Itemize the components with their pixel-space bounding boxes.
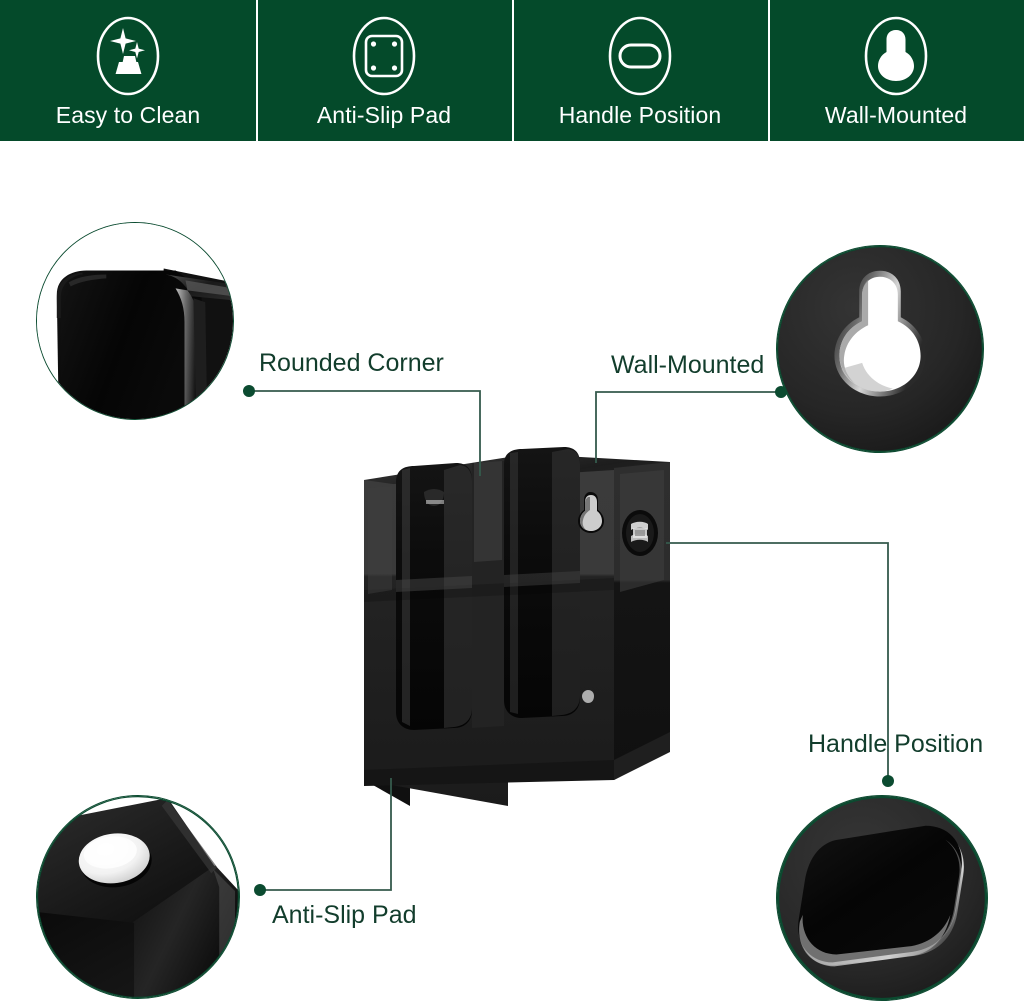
- callout-label-handle-position: Handle Position: [808, 730, 984, 758]
- handle-slot-closeup: [777, 796, 987, 1000]
- feature-bar: Easy to Clean Anti-Slip Pad Handle Posit…: [0, 0, 1024, 141]
- feature-item-anti-slip-pad: Anti-Slip Pad: [256, 0, 512, 141]
- capsule-slot-icon: [608, 16, 672, 96]
- callout-label-anti-slip-pad: Anti-Slip Pad: [272, 901, 417, 929]
- pad-with-dots-icon: [352, 16, 416, 96]
- callout-label-rounded-corner: Rounded Corner: [259, 349, 444, 377]
- callout-label-wall-mounted: Wall-Mounted: [611, 351, 765, 379]
- callout-dot-anti-slip-pad: [254, 884, 266, 896]
- product-image: [352, 440, 682, 812]
- feature-item-wall-mounted: Wall-Mounted: [768, 0, 1024, 141]
- handle-slot-on-product: [622, 510, 658, 556]
- feature-label: Anti-Slip Pad: [316, 102, 452, 128]
- keyhole-icon: [864, 16, 928, 96]
- rounded-corner-closeup: [37, 223, 233, 419]
- feature-label: Handle Position: [558, 102, 722, 128]
- keyhole-slot-closeup: [777, 246, 983, 452]
- sparkle-clean-icon: [96, 16, 160, 96]
- keyhole-slot-on-product: [578, 492, 604, 533]
- detail-circle-rounded-corner: [36, 222, 234, 420]
- detail-circle-handle-position: [776, 795, 988, 1001]
- detail-circle-wall-mounted: [776, 245, 984, 453]
- callout-dot-rounded-corner: [243, 385, 255, 397]
- anti-slip-pad-closeup: [37, 796, 239, 998]
- callout-dot-handle-position: [882, 775, 894, 787]
- feature-item-handle-position: Handle Position: [512, 0, 768, 141]
- feature-item-easy-to-clean: Easy to Clean: [0, 0, 256, 141]
- feature-label: Easy to Clean: [55, 102, 201, 128]
- feature-label: Wall-Mounted: [824, 102, 968, 128]
- detail-circle-anti-slip-pad: [36, 795, 240, 999]
- black-acrylic-glove-box-dispenser: [364, 447, 670, 806]
